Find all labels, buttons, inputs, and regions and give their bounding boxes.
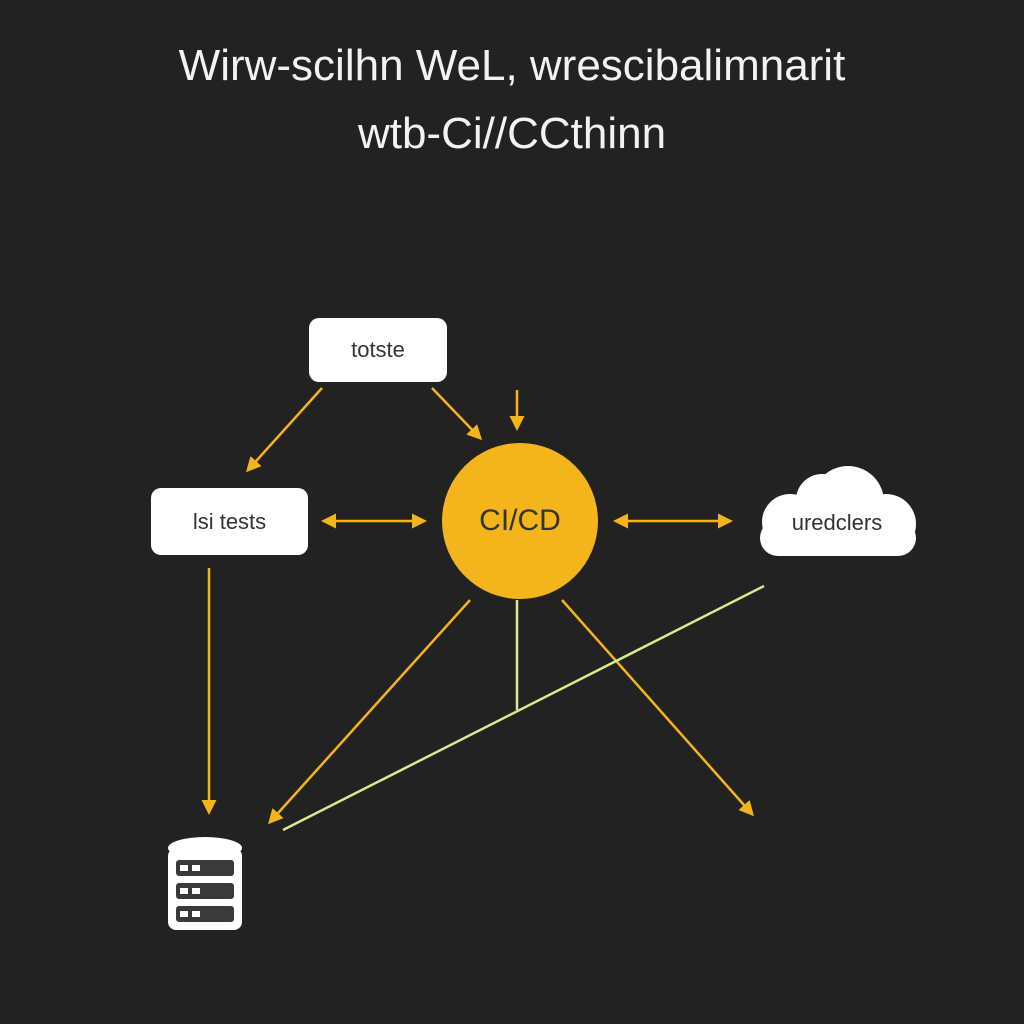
left-box: lsi tests <box>151 488 308 555</box>
left-box-label: lsi tests <box>192 508 267 534</box>
top-box: totste <box>309 318 447 382</box>
edge-top-to-left <box>245 387 323 473</box>
edge-top-to-hub <box>431 387 483 441</box>
diagram-title-line-1: Wirw-scilhn WeL, wrescibalimnarit <box>178 41 846 90</box>
top-box-label: totste <box>351 337 405 362</box>
edge-cloud-to-db <box>282 584 765 832</box>
cloud-icon <box>760 466 916 556</box>
edge-hub-down-right <box>561 599 754 817</box>
cloud-node: uredclers <box>752 464 922 558</box>
cicd-hub: CI/CD <box>442 443 598 599</box>
database-server-icon <box>168 837 242 930</box>
cloud-label: uredclers <box>791 510 883 535</box>
hub-label: CI/CD <box>479 504 561 537</box>
edge-hub-down-left <box>267 599 471 825</box>
diagram-title-line-2: wtb-Ci//CCthinn <box>357 109 667 158</box>
